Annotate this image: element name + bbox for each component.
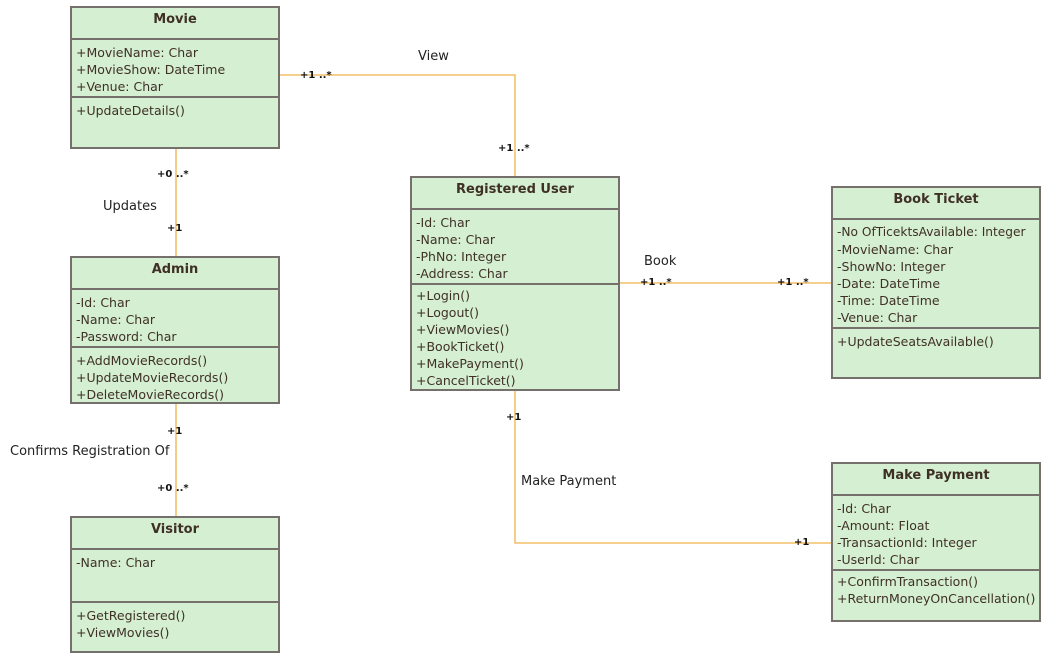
movie-class[interactable]: Movie +MovieName: Char +MovieShow: DateT… <box>70 6 280 149</box>
registered-user-class[interactable]: Registered User -Id: Char -Name: Char -P… <box>410 176 620 391</box>
payment-source-multiplicity: +1 <box>506 412 522 423</box>
operations-compartment: +ConfirmTransaction() +ReturnMoneyOnCanc… <box>833 571 1039 607</box>
attribute: -Name: Char <box>76 555 156 570</box>
operation: +UpdateMovieRecords() <box>76 370 229 385</box>
operation: +AddMovieRecords() <box>76 353 208 368</box>
operation: +MakePayment() <box>416 356 524 371</box>
attributes-compartment: -No OfTicektsAvailable: Integer -MovieNa… <box>833 220 1039 329</box>
attribute: -Name: Char <box>416 232 496 247</box>
attribute: -PhNo: Integer <box>416 249 507 264</box>
class-name: Book Ticket <box>833 188 1039 220</box>
operation: +Logout() <box>416 305 480 320</box>
view-source-multiplicity: +1 ..* <box>300 70 332 81</box>
attributes-compartment: -Name: Char <box>72 550 278 603</box>
attribute: -Venue: Char <box>837 310 918 325</box>
class-name: Visitor <box>72 518 278 550</box>
book-ticket-class[interactable]: Book Ticket -No OfTicektsAvailable: Inte… <box>831 186 1041 379</box>
operation: +CancelTicket() <box>416 373 516 388</box>
operations-compartment: +Login() +Logout() +ViewMovies() +BookTi… <box>412 285 618 389</box>
class-name: Movie <box>72 8 278 40</box>
operation: +Login() <box>416 288 470 303</box>
attribute: -Id: Char <box>837 501 891 516</box>
operation: +ViewMovies() <box>76 625 170 640</box>
book-target-multiplicity: +1 ..* <box>777 277 809 288</box>
view-target-multiplicity: +1 ..* <box>498 143 530 154</box>
attributes-compartment: -Id: Char -Amount: Float -TransactionId:… <box>833 496 1039 571</box>
attribute: -Amount: Float <box>837 518 930 533</box>
attribute: +MovieShow: DateTime <box>76 62 226 77</box>
attribute: -Id: Char <box>76 295 130 310</box>
payment-association-line <box>514 391 832 544</box>
confirms-source-multiplicity: +1 <box>167 426 183 437</box>
book-source-multiplicity: +1 ..* <box>640 277 672 288</box>
updates-target-multiplicity: +1 <box>167 223 183 234</box>
operations-compartment: +UpdateSeatsAvailable() <box>833 329 1039 350</box>
attribute: -UserId: Char <box>837 552 920 567</box>
attribute: -ShowNo: Integer <box>837 259 946 274</box>
confirms-label: Confirms Registration Of <box>10 444 170 459</box>
attributes-compartment: -Id: Char -Name: Char -Password: Char <box>72 290 278 348</box>
attributes-compartment: -Id: Char -Name: Char -PhNo: Integer -Ad… <box>412 210 618 285</box>
operation: +DeleteMovieRecords() <box>76 387 224 402</box>
operations-compartment: +UpdateDetails() <box>72 98 278 119</box>
class-name: Admin <box>72 258 278 290</box>
attribute: -Time: DateTime <box>837 293 940 308</box>
attribute: -TransactionId: Integer <box>837 535 977 550</box>
updates-source-multiplicity: +0 ..* <box>157 169 189 180</box>
operation: +BookTicket() <box>416 339 505 354</box>
operation: +GetRegistered() <box>76 608 186 623</box>
attribute: -Date: DateTime <box>837 276 941 291</box>
class-name: Make Payment <box>833 464 1039 496</box>
class-name: Registered User <box>412 178 618 210</box>
attribute: -Name: Char <box>76 312 156 327</box>
operation: +ConfirmTransaction() <box>837 574 979 589</box>
operations-compartment: +GetRegistered() +ViewMovies() <box>72 603 278 641</box>
operation: +ReturnMoneyOnCancellation() <box>837 591 1036 606</box>
visitor-class[interactable]: Visitor -Name: Char +GetRegistered() +Vi… <box>70 516 280 653</box>
attribute: -Id: Char <box>416 215 470 230</box>
attributes-compartment: +MovieName: Char +MovieShow: DateTime +V… <box>72 40 278 98</box>
operation: +UpdateSeatsAvailable() <box>837 334 994 349</box>
attribute: +Venue: Char <box>76 79 163 94</box>
attribute: -No OfTicektsAvailable: Integer <box>837 225 1026 239</box>
operation: +UpdateDetails() <box>76 103 185 118</box>
operation: +ViewMovies() <box>416 322 510 337</box>
attribute: -MovieName: Char <box>837 242 954 257</box>
view-association-line <box>279 74 516 177</box>
attribute: -Address: Char <box>416 266 508 281</box>
operations-compartment: +AddMovieRecords() +UpdateMovieRecords()… <box>72 348 278 403</box>
updates-label: Updates <box>103 199 157 214</box>
attribute: +MovieName: Char <box>76 45 198 60</box>
payment-label: Make Payment <box>521 474 617 489</box>
attribute: -Password: Char <box>76 329 177 344</box>
book-label: Book <box>644 254 677 269</box>
admin-class[interactable]: Admin -Id: Char -Name: Char -Password: C… <box>70 256 280 404</box>
confirms-target-multiplicity: +0 ..* <box>157 483 189 494</box>
make-payment-class[interactable]: Make Payment -Id: Char -Amount: Float -T… <box>831 462 1041 622</box>
payment-target-multiplicity: +1 <box>794 537 810 548</box>
view-label: View <box>418 49 449 64</box>
